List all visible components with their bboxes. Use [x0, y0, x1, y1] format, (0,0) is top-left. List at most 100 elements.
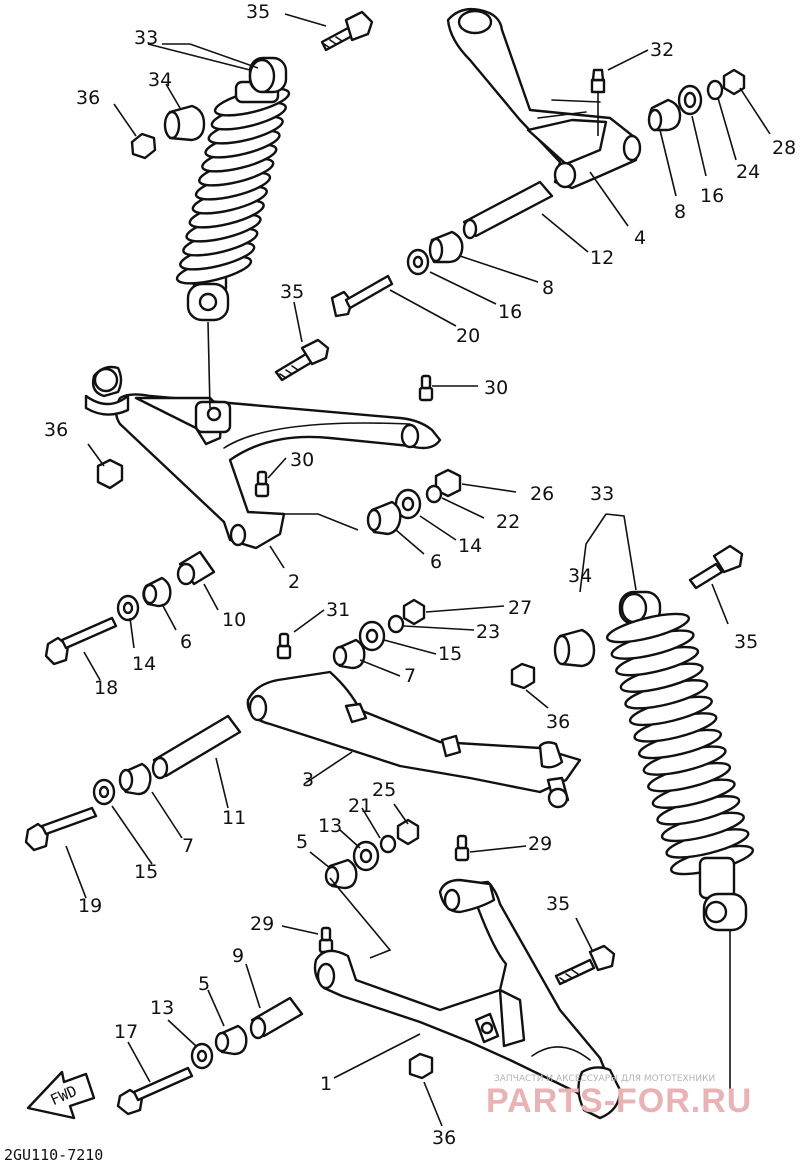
nut-36-upper [130, 132, 157, 160]
part-label: 35 [246, 1, 270, 23]
part-label: 16 [498, 301, 522, 323]
part-label: 17 [114, 1021, 138, 1043]
part-label: 30 [484, 377, 508, 399]
collar-34-right [553, 628, 596, 668]
part-label: 36 [546, 711, 570, 733]
leader-lines [65, 13, 771, 1127]
part-label: 22 [496, 511, 520, 533]
seal-15-lower [92, 778, 116, 806]
diagram-code: 2GU110-7210 [4, 1146, 103, 1164]
part-label: 2 [288, 571, 300, 593]
bushing-8-upper [647, 98, 682, 132]
part-label: 19 [78, 895, 102, 917]
bolt-20 [330, 274, 394, 318]
grease-nipple-29-right [454, 834, 470, 862]
part-label: 8 [674, 201, 686, 223]
part-label: 4 [634, 227, 646, 249]
part-label: 28 [772, 137, 796, 159]
part-label: 26 [530, 483, 554, 505]
part-label: 31 [326, 599, 350, 621]
shaft-10 [176, 550, 216, 586]
grease-nipple-32 [590, 68, 606, 136]
watermark-logo-text: PARTS-FOR.RU [486, 1082, 752, 1120]
seal-13-lower [190, 1042, 214, 1070]
bushing-7-lower [118, 762, 152, 796]
part-label: 25 [372, 779, 396, 801]
spring-coil [605, 612, 691, 644]
bushing-5-lower [214, 1024, 248, 1056]
nut-28 [722, 68, 746, 96]
upper-arm-4 [446, 7, 642, 190]
grease-nipple-29-left [318, 926, 334, 954]
seal-13-upper [352, 840, 380, 872]
bushing-5-upper [324, 858, 358, 890]
grease-nipple-30-lower [254, 470, 270, 498]
seal-16-upper [677, 84, 703, 116]
nut-36-lower [408, 1052, 434, 1080]
part-label: 32 [650, 39, 674, 61]
part-label: 24 [736, 161, 760, 183]
part-label: 7 [182, 835, 194, 857]
washer-23 [387, 614, 405, 634]
part-label: 1 [320, 1073, 332, 1095]
part-label: 8 [542, 277, 554, 299]
part-label: 7 [404, 665, 416, 687]
part-label: 21 [348, 795, 372, 817]
part-label: 6 [430, 551, 442, 573]
part-label: 5 [198, 973, 210, 995]
part-label: 18 [94, 677, 118, 699]
part-label: 33 [590, 483, 614, 505]
part-label: 14 [458, 535, 482, 557]
part-label: 14 [132, 653, 156, 675]
part-label: 15 [134, 861, 158, 883]
part-label: 10 [222, 609, 246, 631]
forward-direction-indicator: FWD [26, 1070, 96, 1120]
part-label: 34 [568, 565, 592, 587]
nut-36-right [510, 662, 536, 690]
washer-21 [379, 834, 397, 854]
part-number-labels: 35 33 34 36 32 28 24 16 8 4 12 8 16 20 3… [44, 1, 796, 1149]
bolt-35-top [320, 10, 374, 52]
part-label: 16 [700, 185, 724, 207]
part-label: 36 [44, 419, 68, 441]
part-label: 5 [296, 831, 308, 853]
bushing-6-lower [142, 576, 172, 608]
part-label: 3 [302, 769, 314, 791]
shaft-12 [462, 180, 554, 240]
part-label: 23 [476, 621, 500, 643]
shaft-11 [151, 714, 242, 780]
seal-14-lower [116, 594, 140, 622]
part-label: 34 [148, 69, 172, 91]
part-label: 20 [456, 325, 480, 347]
nut-27 [402, 598, 426, 626]
shaft-9 [249, 996, 304, 1040]
bushing-7-upper [332, 638, 366, 670]
part-label: 6 [180, 631, 192, 653]
bolt-18 [44, 616, 118, 666]
part-label: 13 [150, 997, 174, 1019]
bolt-35-lower [554, 944, 616, 986]
grease-nipple-31 [276, 632, 292, 660]
washer-22 [425, 484, 443, 504]
part-label: 27 [508, 597, 532, 619]
bolt-17 [116, 1066, 194, 1116]
lower-arm-1 [313, 878, 622, 1120]
part-label: 36 [432, 1127, 456, 1149]
arm-3 [246, 670, 582, 809]
rear-shock-absorber-left [175, 56, 291, 322]
part-label: 13 [318, 815, 342, 837]
bolt-35-right [688, 544, 744, 590]
grease-nipple-30-upper [418, 374, 434, 402]
nut-25 [396, 818, 420, 846]
bolt-35-mid [274, 338, 330, 382]
bushing-6-upper [366, 500, 402, 536]
part-label: 35 [546, 893, 570, 915]
part-label: 29 [250, 913, 274, 935]
front-shock-absorber-right [605, 590, 755, 932]
part-label: 36 [76, 87, 100, 109]
part-label: 29 [528, 833, 552, 855]
seal-16-mid [406, 248, 430, 276]
watermark: ЗАПЧАСТИ И АКСЕССУАРЫ ДЛЯ МОТОТЕХНИКИ PA… [486, 1074, 752, 1120]
watermark-tagline: ЗАПЧАСТИ И АКСЕССУАРЫ ДЛЯ МОТОТЕХНИКИ [494, 1074, 715, 1084]
